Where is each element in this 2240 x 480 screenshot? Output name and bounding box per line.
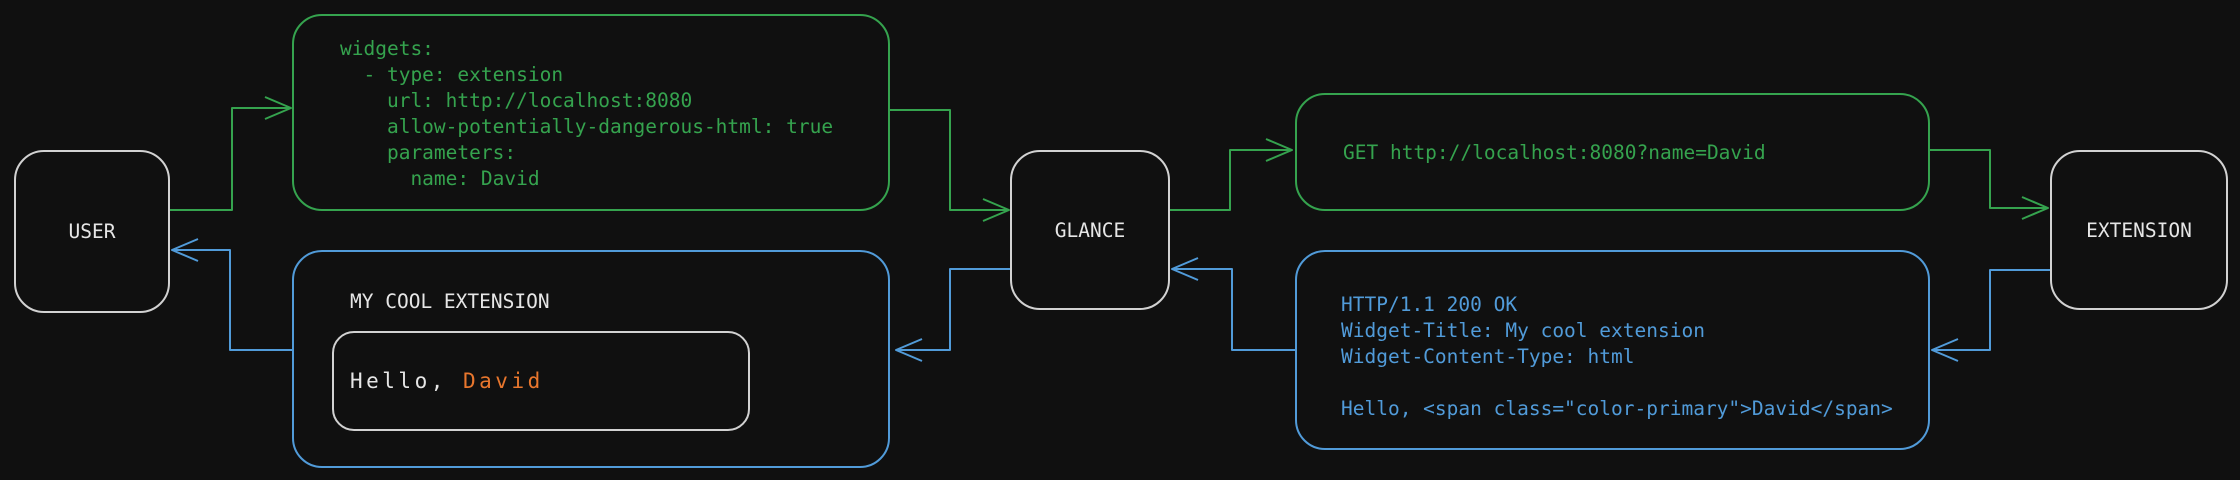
node-user: USER bbox=[14, 150, 170, 313]
arrow-line-user-to-config bbox=[170, 107, 289, 211]
arrowhead-glance-to-request bbox=[1265, 138, 1293, 162]
arrow-line-response-to-glance bbox=[1174, 268, 1295, 351]
arrowhead-extension-to-response bbox=[1931, 338, 1959, 362]
greeting-prefix: Hello, bbox=[350, 369, 464, 393]
http-request-text: GET http://localhost:8080?name=David bbox=[1343, 140, 1766, 164]
http-response-box: HTTP/1.1 200 OK Widget-Title: My cool ex… bbox=[1295, 250, 1930, 450]
node-glance-label: GLANCE bbox=[1054, 218, 1126, 242]
arrow-line-extension-to-response bbox=[1934, 269, 2050, 351]
config-yaml-box: widgets: - type: extension url: http://l… bbox=[292, 14, 890, 211]
arrowhead-glance-to-widget bbox=[895, 338, 923, 362]
arrow-line-widget-to-user bbox=[174, 249, 292, 351]
arrowhead-request-to-extension bbox=[2021, 196, 2049, 220]
node-extension: EXTENSION bbox=[2050, 150, 2228, 310]
widget-title: MY COOL EXTENSION bbox=[350, 290, 550, 313]
greeting-name: David bbox=[463, 369, 544, 393]
response-flow-blue bbox=[171, 238, 2050, 362]
request-flow-green bbox=[170, 96, 2049, 222]
node-extension-label: EXTENSION bbox=[2086, 218, 2192, 242]
arrowhead-config-to-glance bbox=[982, 198, 1010, 222]
node-user-label: USER bbox=[68, 220, 116, 243]
rendered-widget-box: MY COOL EXTENSION Hello, David bbox=[292, 250, 890, 468]
arrowhead-response-to-glance bbox=[1171, 257, 1199, 281]
widget-greeting-box: Hello, David bbox=[332, 331, 750, 431]
node-glance: GLANCE bbox=[1010, 150, 1170, 310]
config-yaml-code: widgets: - type: extension url: http://l… bbox=[340, 37, 834, 190]
http-request-box: GET http://localhost:8080?name=David bbox=[1295, 93, 1930, 211]
arrow-line-config-to-glance bbox=[890, 109, 1007, 211]
http-response-text: HTTP/1.1 200 OK Widget-Title: My cool ex… bbox=[1341, 293, 1893, 420]
arrowhead-widget-to-user bbox=[171, 238, 199, 262]
arrow-line-glance-to-widget bbox=[898, 268, 1010, 351]
arrowhead-user-to-config bbox=[264, 96, 292, 120]
arrow-line-glance-to-request bbox=[1170, 149, 1290, 211]
arrow-line-request-to-extension bbox=[1930, 149, 2046, 209]
